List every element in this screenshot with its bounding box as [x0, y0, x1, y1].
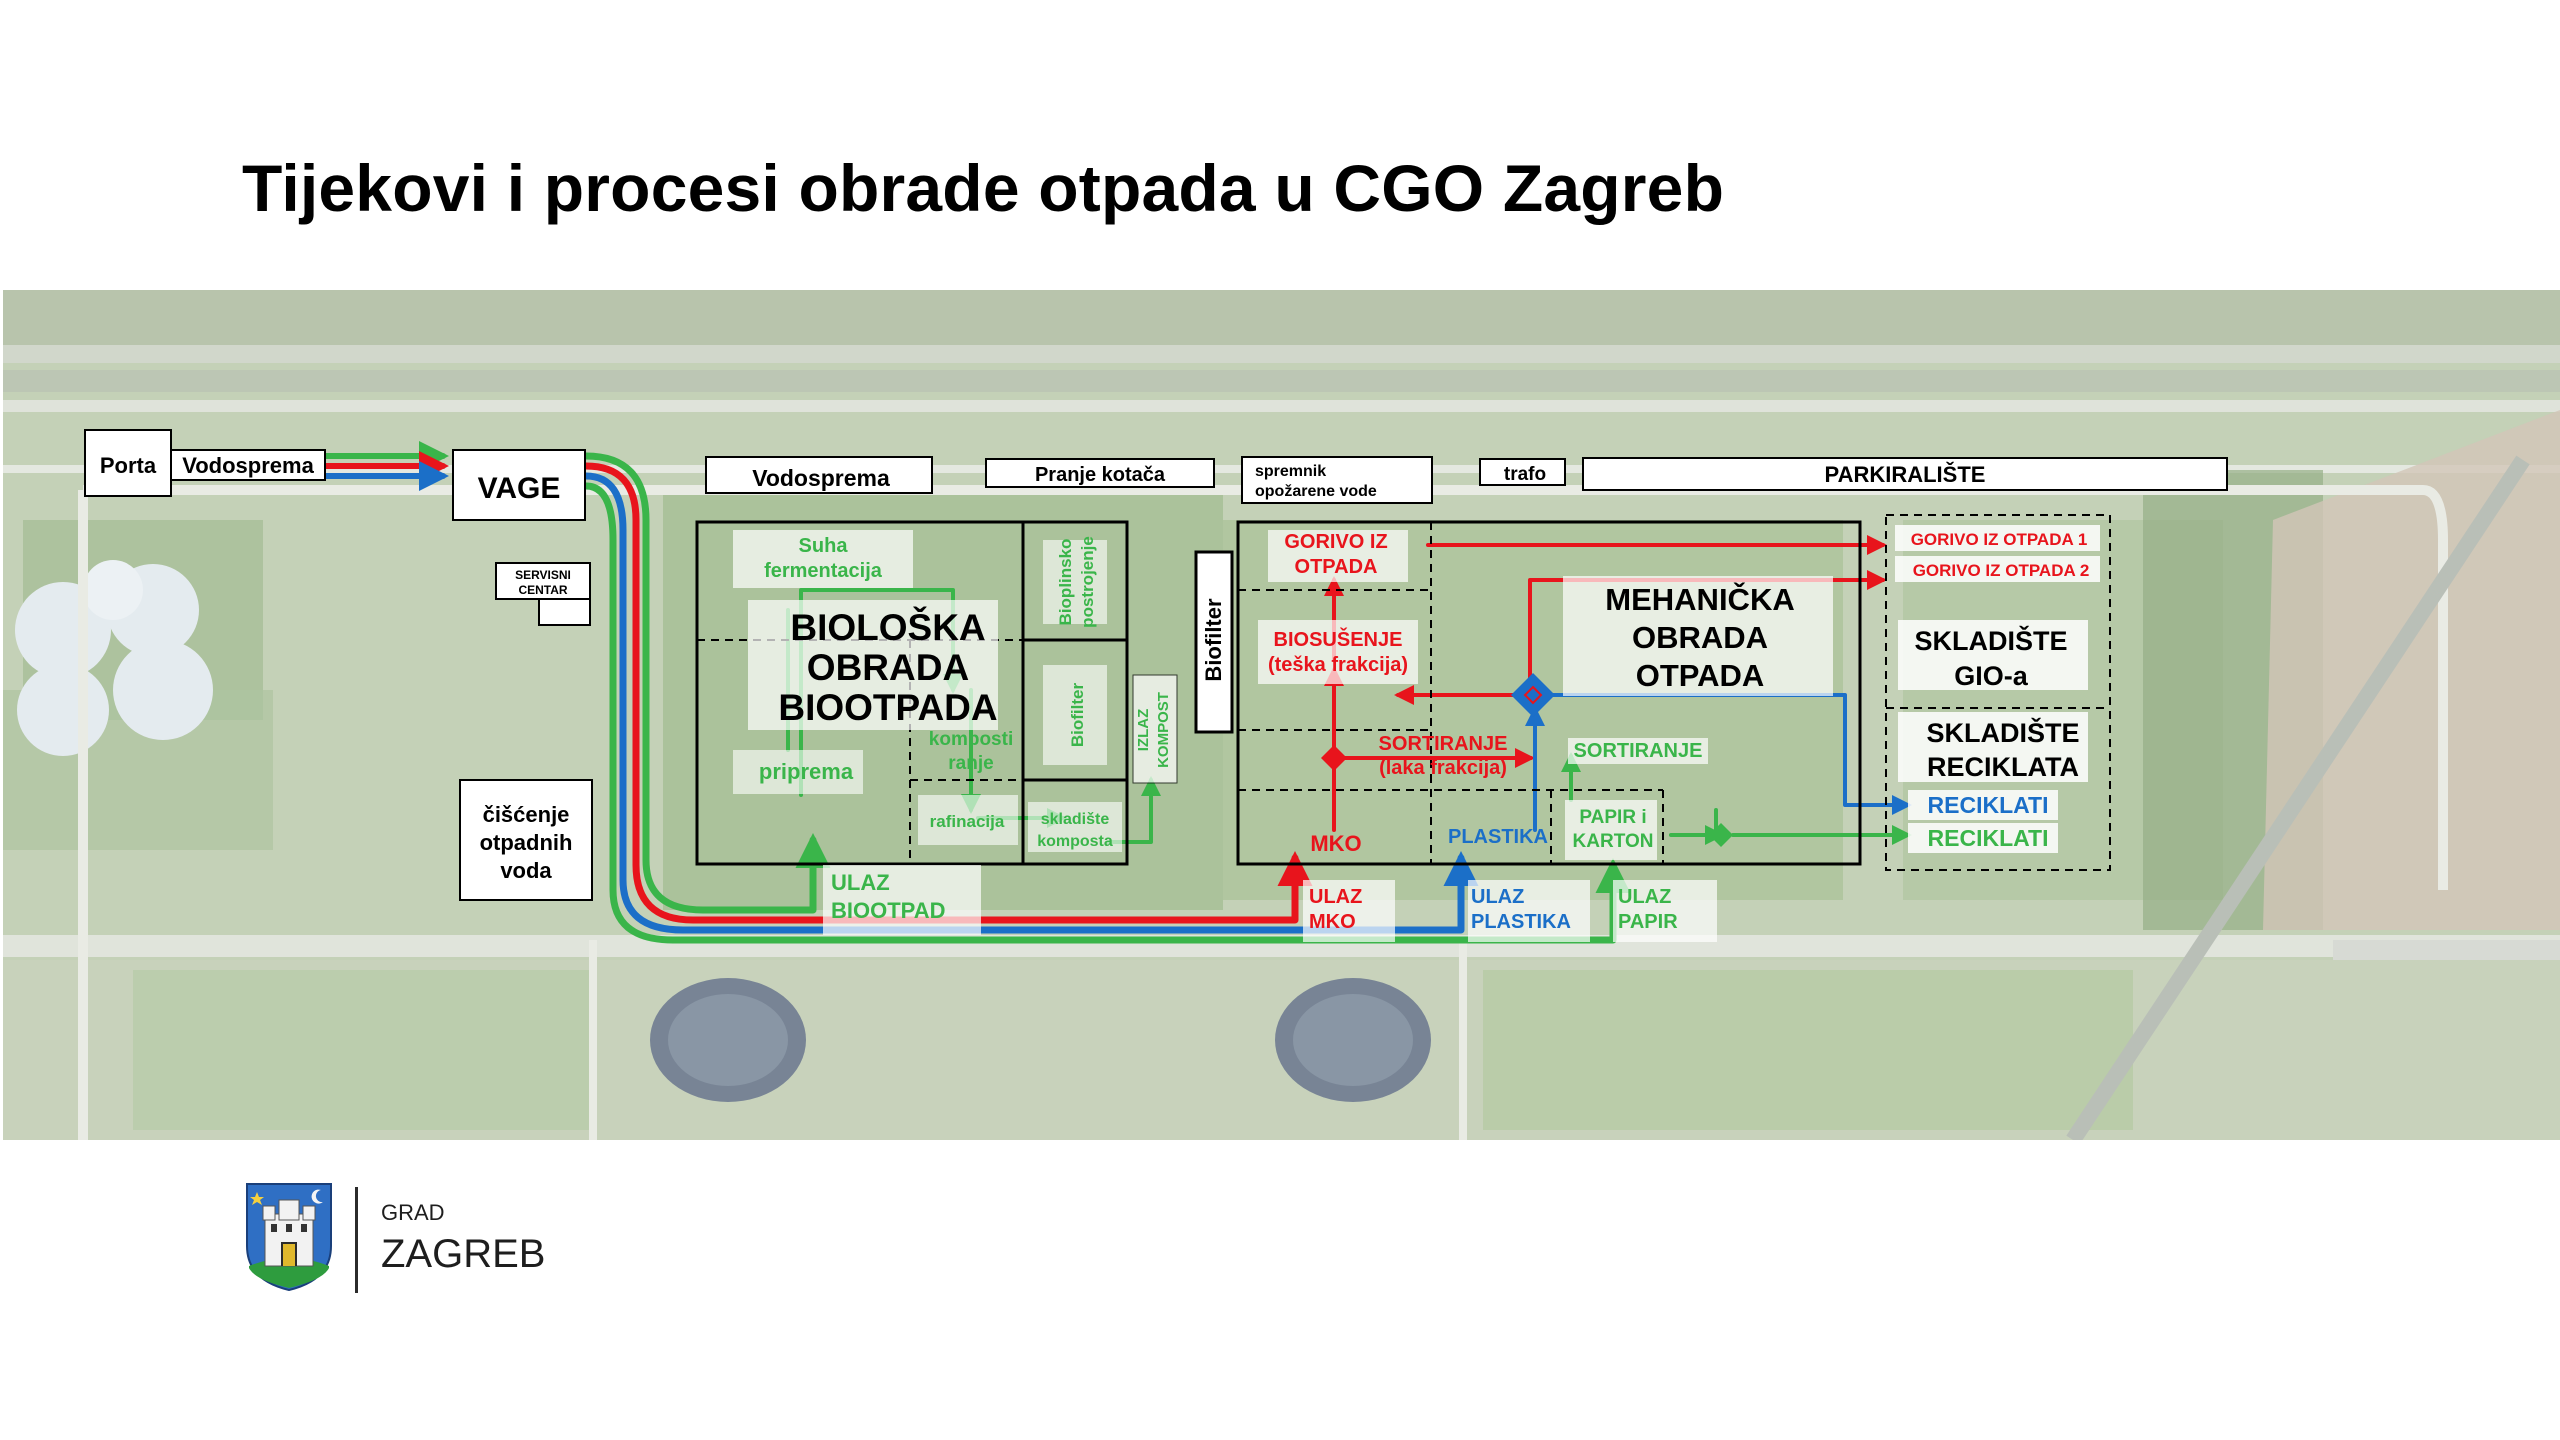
- sortiranje-red-label-2: (laka frakcija): [1379, 757, 1507, 779]
- skladiste-gio-label-2: GIO-a: [1954, 661, 2028, 691]
- ulaz-bio-label-2: BIOOTPAD: [831, 898, 945, 923]
- flow-green-bio: [582, 452, 831, 914]
- logo-grad-text: GRAD: [381, 1200, 445, 1225]
- gorivo-label-2: OTPADA: [1295, 556, 1378, 578]
- red-junction: [1321, 745, 1347, 771]
- ciscenje-label-1: čišćenje: [483, 802, 570, 827]
- rafinacija-label: rafinacija: [930, 812, 1005, 831]
- trafo-label: trafo: [1504, 464, 1546, 485]
- priprema-label: priprema: [759, 759, 854, 784]
- ulaz-papir-label-1: ULAZ: [1618, 886, 1671, 908]
- flow-blue-main: [582, 472, 1479, 934]
- izlaz-kompost-label-1: IZLAZ: [1135, 709, 1152, 752]
- reciklati-green-label: RECIKLATI: [1928, 825, 2049, 851]
- skladiste-kompost-label-1: skladište: [1041, 811, 1110, 828]
- suha-label-1: Suha: [799, 535, 849, 557]
- flow-green-main: [582, 482, 1631, 944]
- blue-junction-inner: [1523, 685, 1543, 705]
- porta-label: Porta: [100, 453, 157, 478]
- parkiraliste-label: PARKIRALIŠTE: [1825, 462, 1986, 487]
- biosusenje-label-2: (teška frakcija): [1268, 654, 1408, 676]
- meh-title-1: MEHANIČKA: [1605, 581, 1794, 617]
- pranje-label: Pranje kotača: [1035, 464, 1166, 486]
- skladiste-reciklata-label-2: RECIKLATA: [1927, 752, 2079, 782]
- bio-title-2: OBRADA: [807, 647, 969, 688]
- papir-label-1: PAPIR i: [1579, 807, 1646, 828]
- mko-label: MKO: [1310, 831, 1361, 856]
- blue-junction: [1511, 673, 1555, 717]
- spremnik-label-1: spremnik: [1255, 463, 1326, 480]
- skladiste-kompost-label-2: komposta: [1037, 833, 1113, 850]
- gorivo-label-1: GORIVO IZ: [1284, 531, 1387, 553]
- ulaz-mko-label-2: MKO: [1309, 911, 1356, 933]
- meh-title-3: OTPADA: [1636, 658, 1765, 693]
- servisni-label-1: SERVISNI: [515, 568, 571, 582]
- sortiranje-red-label-1: SORTIRANJE: [1379, 733, 1508, 755]
- reciklati-blue-label: RECIKLATI: [1928, 792, 2049, 818]
- suha-label-2: fermentacija: [764, 560, 883, 582]
- vodosprema-top-label: Vodosprema: [752, 465, 890, 491]
- bio-title-3: BIOOTPADA: [778, 687, 997, 728]
- vage-label: VAGE: [478, 472, 561, 505]
- spremnik-label-2: opožarene vode: [1255, 483, 1377, 500]
- biofilter-small-label: Biofilter: [1068, 683, 1087, 748]
- ulaz-plastika-label-1: ULAZ: [1471, 886, 1524, 908]
- gorivo-otpada-2-label: GORIVO IZ OTPADA 2: [1913, 561, 2090, 580]
- bioplinsko-label-2: postrojenje: [1078, 536, 1097, 628]
- sortiranje-green-label: SORTIRANJE: [1574, 740, 1703, 762]
- servisni-label-2: CENTAR: [518, 583, 567, 597]
- meh-title-2: OBRADA: [1632, 620, 1768, 655]
- gorivo-otpada-1-label: GORIVO IZ OTPADA 1: [1911, 530, 2088, 549]
- biosusenje-label-1: BIOSUŠENJE: [1274, 627, 1403, 651]
- skladiste-reciklata-label-1: SKLADIŠTE: [1926, 717, 2079, 748]
- map-background: [3, 290, 2560, 1140]
- ciscenje-label-3: voda: [500, 858, 552, 883]
- skladiste-gio-label-1: SKLADIŠTE: [1914, 625, 2067, 656]
- biofilter-big-label: Biofilter: [1201, 598, 1226, 682]
- plastika-label: PLASTIKA: [1448, 826, 1548, 848]
- ciscenje-label-2: otpadnih: [480, 830, 573, 855]
- kompostiranje-label-2: ranje: [948, 753, 993, 774]
- ulaz-papir-label-2: PAPIR: [1618, 911, 1678, 933]
- labels: Porta Vodosprema VAGE SERVISNI CENTAR či…: [100, 453, 2089, 933]
- green-junction: [1709, 823, 1733, 847]
- bioplinsko-label-1: Bioplinsko: [1056, 539, 1075, 626]
- bio-title-1: BIOLOŠKA: [790, 606, 985, 648]
- logo-divider: [355, 1187, 358, 1293]
- papir-label-2: KARTON: [1573, 831, 1654, 852]
- page-title: Tijekovi i procesi obrade otpada u CGO Z…: [242, 151, 1725, 225]
- vodosprema-left-label: Vodosprema: [182, 453, 314, 478]
- flow-izlaz: [1106, 776, 1161, 844]
- logo-zagreb-text: ZAGREB: [381, 1232, 546, 1276]
- ulaz-mko-label-1: ULAZ: [1309, 886, 1362, 908]
- logo-area: [243, 1180, 335, 1300]
- ulaz-plastika-label-2: PLASTIKA: [1471, 911, 1571, 933]
- boxes: [84, 429, 2228, 942]
- kompostiranje-label-1: komposti: [929, 729, 1013, 750]
- aerial-map: Porta Vodosprema VAGE SERVISNI CENTAR či…: [3, 290, 2560, 1140]
- ulaz-bio-label-1: ULAZ: [831, 870, 890, 895]
- zagreb-coat-of-arms-icon: [246, 1183, 332, 1292]
- izlaz-kompost-label-2: KOMPOST: [1155, 692, 1172, 768]
- flow-red-main: [582, 462, 1313, 924]
